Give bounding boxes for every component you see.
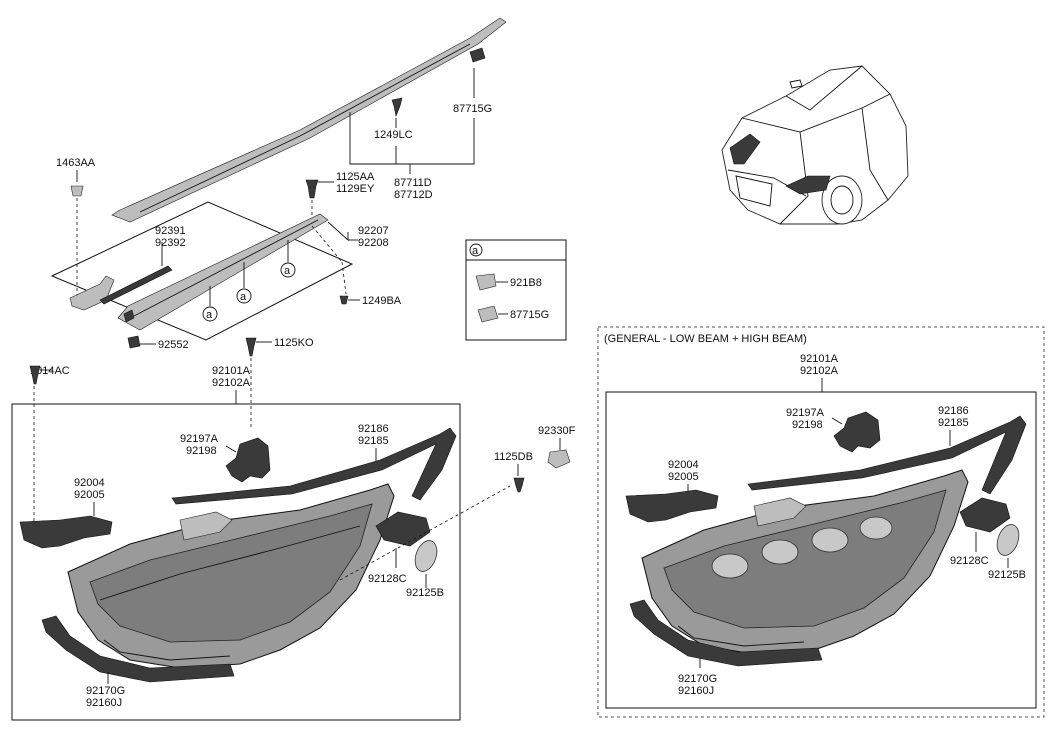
bracket-92391 bbox=[69, 265, 173, 311]
label-92004-left: 92004 bbox=[74, 477, 105, 489]
screw-1249lc bbox=[391, 97, 403, 118]
module-92128c-right bbox=[959, 497, 1011, 533]
legend-clip-87715g bbox=[477, 305, 499, 323]
bracket-92170g-right bbox=[629, 599, 823, 667]
label-1249lc: 1249LC bbox=[374, 129, 413, 141]
label-92208: 92208 bbox=[358, 237, 389, 249]
headlamp-right bbox=[641, 469, 969, 655]
label-87711d: 87711D bbox=[394, 177, 432, 189]
label-92160j-right: 92160J bbox=[678, 685, 714, 697]
label-92128c-right: 92128C bbox=[950, 555, 989, 567]
label-92185-left: 92185 bbox=[358, 435, 389, 447]
bracket-92197a-right bbox=[833, 411, 881, 453]
clip-1463aa bbox=[70, 185, 84, 197]
label-92197a-right: 92197A bbox=[786, 407, 825, 419]
screw-1125ko bbox=[245, 337, 257, 357]
label-92186-left: 92186 bbox=[358, 423, 389, 435]
clip-92552 bbox=[127, 335, 141, 349]
legend-marker bbox=[469, 243, 483, 257]
marker-a-1 bbox=[202, 306, 218, 322]
legend-marker-text: a bbox=[472, 245, 479, 257]
right-assembly-frame bbox=[605, 391, 1037, 709]
marker-a-2 bbox=[236, 288, 252, 304]
cap-92125b-right bbox=[996, 524, 1020, 556]
part-92330f bbox=[547, 449, 571, 469]
label-87712d: 87712D bbox=[394, 189, 433, 201]
headlamp-left bbox=[67, 483, 395, 669]
label-92185-right: 92185 bbox=[938, 417, 969, 429]
label-1125ko: 1125KO bbox=[274, 337, 314, 349]
label-92198-left: 92198 bbox=[186, 445, 217, 457]
label-1125aa: 1125AA bbox=[336, 171, 375, 183]
label-92330f: 92330F bbox=[538, 425, 576, 437]
label-1014ac: 1014AC bbox=[30, 365, 70, 377]
label-92207: 92207 bbox=[358, 225, 389, 237]
label-87715g-top: 87715G bbox=[453, 103, 492, 115]
label-92170g-left: 92170G bbox=[86, 685, 125, 697]
label-1129ey: 1129EY bbox=[336, 183, 375, 195]
label-92391: 92391 bbox=[155, 225, 186, 237]
trim-92186-right bbox=[747, 415, 1027, 495]
label-92005-left: 92005 bbox=[74, 489, 105, 501]
marker-a-2-text: a bbox=[240, 291, 247, 303]
legend-clip-921b8 bbox=[475, 273, 497, 291]
garnish-strip bbox=[111, 17, 507, 223]
trim-92186-left bbox=[171, 427, 457, 505]
car-headlamp-left bbox=[729, 133, 761, 165]
label-92198-right: 92198 bbox=[792, 419, 823, 431]
variant-title: (GENERAL - LOW BEAM + HIGH BEAM) bbox=[604, 333, 807, 345]
marker-a-3-text: a bbox=[284, 265, 291, 277]
screw-1249ba bbox=[339, 295, 349, 305]
label-92125b-left: 92125B bbox=[406, 587, 444, 599]
screw-1125aa bbox=[305, 179, 319, 199]
legend-box bbox=[465, 239, 567, 341]
label-1249ba: 1249BA bbox=[362, 295, 402, 307]
bracket-92170g-left bbox=[41, 615, 235, 683]
marker-a-1-text: a bbox=[206, 309, 213, 321]
label-92101a-left: 92101A bbox=[212, 365, 251, 377]
bracket-92197a-left bbox=[225, 437, 271, 483]
variant-box bbox=[597, 326, 1045, 718]
label-92101a-right: 92101A bbox=[800, 353, 839, 365]
bracket-92004-right bbox=[625, 489, 719, 523]
label-92186-right: 92186 bbox=[938, 405, 969, 417]
label-1125db: 1125DB bbox=[494, 451, 533, 463]
label-92102a-left: 92102A bbox=[212, 377, 251, 389]
leader-87711d bbox=[349, 112, 475, 165]
clip-87715g-top bbox=[469, 47, 486, 63]
label-92102a-right: 92102A bbox=[800, 365, 839, 377]
label-92125b-right: 92125B bbox=[988, 569, 1026, 581]
marker-a-3 bbox=[280, 262, 296, 278]
label-92160j-left: 92160J bbox=[86, 697, 122, 709]
label-92128c-left: 92128C bbox=[368, 573, 407, 585]
label-92170g-right: 92170G bbox=[678, 673, 717, 685]
drl-lightguide bbox=[117, 213, 329, 331]
label-92005-right: 92005 bbox=[668, 471, 699, 483]
label-92392: 92392 bbox=[155, 237, 186, 249]
label-1463aa: 1463AA bbox=[56, 157, 96, 169]
legend-label-921b8: 921B8 bbox=[510, 277, 542, 289]
cap-92125b-left bbox=[414, 540, 438, 572]
car-sketch bbox=[721, 65, 909, 225]
label-92552: 92552 bbox=[158, 339, 189, 351]
car-headlamp-right bbox=[785, 175, 831, 195]
left-assembly-frame bbox=[11, 403, 461, 721]
legend-label-87715g: 87715G bbox=[510, 309, 549, 321]
module-92128c-left bbox=[375, 511, 431, 547]
screw-1014ac-left bbox=[29, 365, 41, 385]
label-92004-right: 92004 bbox=[668, 459, 699, 471]
label-92197a-left: 92197A bbox=[180, 433, 219, 445]
screw-1125db bbox=[513, 477, 525, 493]
bracket-92004-left bbox=[19, 515, 113, 549]
